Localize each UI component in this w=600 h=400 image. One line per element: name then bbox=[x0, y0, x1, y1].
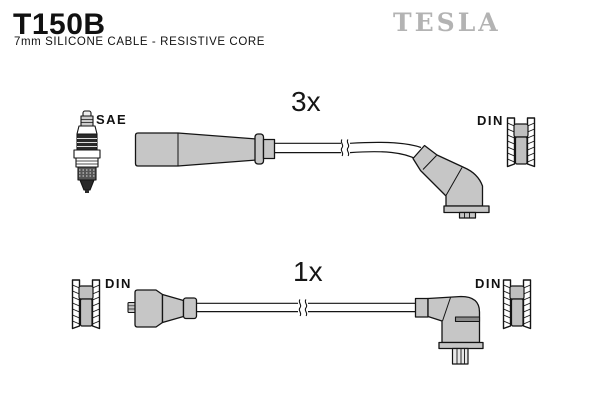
quantity-label-bottom: 1x bbox=[293, 256, 323, 287]
din-socket-icon bbox=[502, 279, 532, 330]
din-connector-label-top-right: DIN bbox=[477, 113, 504, 128]
cable-break-symbol bbox=[340, 139, 350, 157]
din-connector-label-bottom-left: DIN bbox=[105, 276, 132, 291]
quantity-label-top: 3x bbox=[291, 86, 321, 117]
bottom-cable-illustration bbox=[127, 289, 484, 365]
product-code: T150B bbox=[13, 8, 106, 41]
brand-logo: TESLA bbox=[393, 8, 501, 37]
top-cable-illustration bbox=[134, 132, 490, 219]
cable-break-symbol bbox=[298, 299, 308, 317]
spark-plug-icon bbox=[73, 110, 101, 193]
din-socket-icon bbox=[506, 117, 536, 168]
din-socket-icon bbox=[71, 279, 101, 330]
sae-connector-label: SAE bbox=[96, 112, 128, 127]
product-subtitle: 7mm SILICONE CABLE - RESISTIVE CORE bbox=[14, 36, 266, 48]
din-connector-label-bottom-right: DIN bbox=[475, 276, 502, 291]
